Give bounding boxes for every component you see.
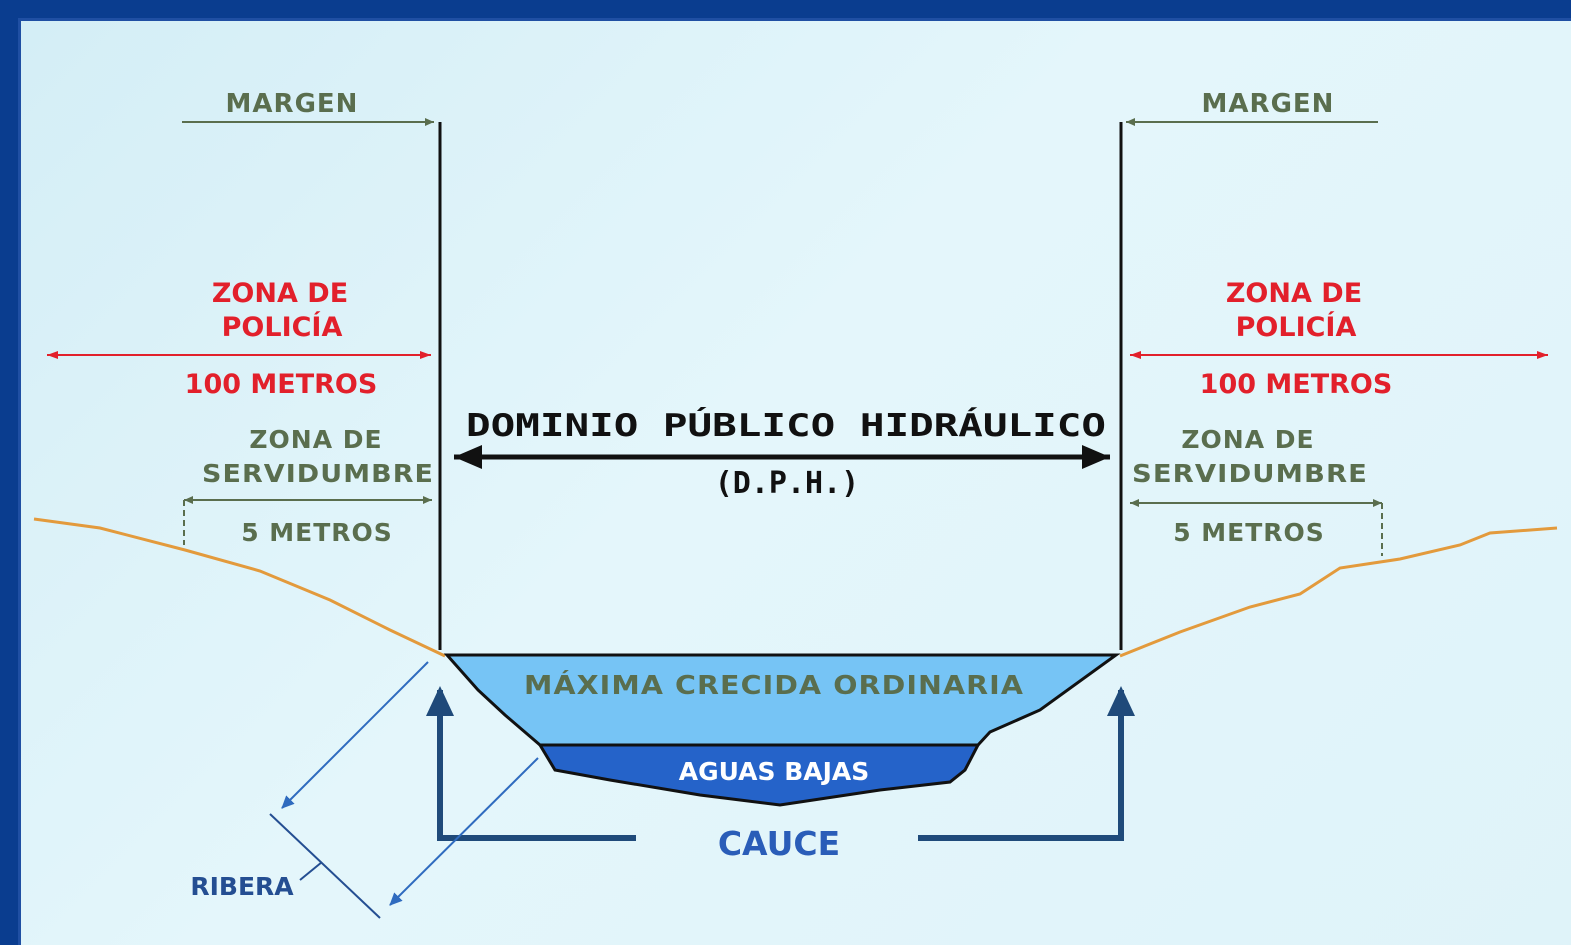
servidumbre-left-line2: SERVIDUMBRE [202, 459, 434, 488]
cauce-label: CAUCE [718, 824, 840, 863]
metros-100-right-label: 100 METROS [1200, 369, 1393, 400]
metros-5-left-label: 5 METROS [241, 518, 393, 547]
servidumbre-right-line1: ZONA DE [1181, 425, 1314, 454]
metros-5-right-label: 5 METROS [1173, 518, 1325, 547]
zona-policia-right-line1: ZONA DE [1226, 278, 1362, 309]
dph-abbr: (D.P.H.) [715, 466, 860, 501]
zona-policia-left-line2: POLICÍA [222, 311, 343, 343]
servidumbre-right-line2: SERVIDUMBRE [1132, 459, 1368, 488]
servidumbre-left-line1: ZONA DE [249, 425, 382, 454]
margen-right-label: MARGEN [1202, 89, 1335, 119]
cauce-bracket-left [426, 686, 636, 841]
zona-policia-left-line1: ZONA DE [212, 278, 348, 309]
ribera-label: RIBERA [190, 872, 294, 901]
low-water [537, 743, 981, 807]
ribera-leader [299, 861, 323, 881]
ribera-arrow-lower [389, 757, 539, 906]
ribera-arrow-upper [281, 661, 429, 809]
cauce-bracket-right [918, 686, 1135, 841]
zona-policia-right-line2: POLICÍA [1236, 311, 1357, 343]
ribera-bracket [269, 813, 381, 919]
dph-title: DOMINIO PÚBLICO HIDRÁULICO [466, 407, 1106, 444]
metros-100-left-label: 100 METROS [185, 369, 378, 400]
maxima-crecida-label: MÁXIMA CRECIDA ORDINARIA [524, 669, 1024, 701]
terrain-left-line [33, 517, 446, 658]
margen-left-label: MARGEN [226, 89, 359, 119]
aguas-bajas-label: AGUAS BAJAS [679, 757, 870, 786]
terrain-right-line [1119, 526, 1558, 658]
